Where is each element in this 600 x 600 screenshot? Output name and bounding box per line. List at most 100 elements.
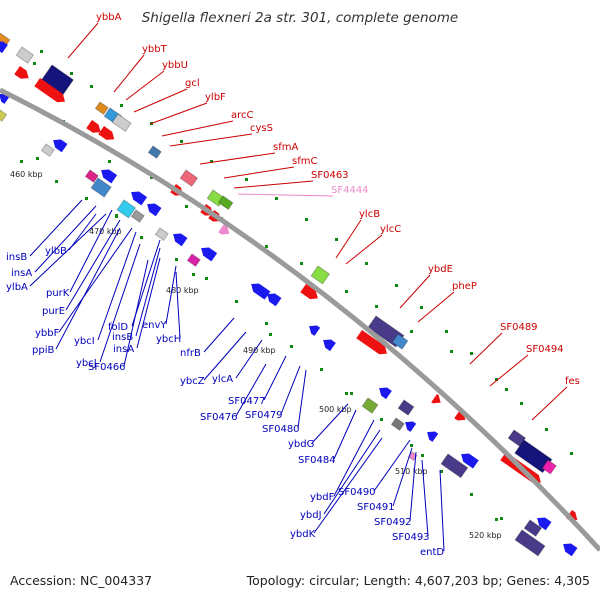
track-dot <box>33 62 36 65</box>
label-leader-line <box>203 317 235 353</box>
track-dot <box>570 452 573 455</box>
reverse-gene-label: entD <box>420 547 444 558</box>
label-leader-line <box>223 166 295 179</box>
label-leader-line <box>235 339 263 379</box>
label-leader-line <box>297 369 307 429</box>
track-dot <box>120 104 123 107</box>
gene-block <box>154 227 169 241</box>
reverse-gene-label: ybdF <box>310 492 335 503</box>
track-dot <box>150 176 153 179</box>
forward-gene-arrow <box>98 126 115 140</box>
track-dot <box>410 444 413 447</box>
reverse-gene-arrow <box>53 139 68 153</box>
track-dot <box>85 197 88 200</box>
kbp-label: 490 kbp <box>243 346 276 355</box>
reverse-gene-label: insB <box>112 332 133 343</box>
track-dot <box>320 368 323 371</box>
label-leader-line <box>417 291 455 323</box>
gene-block <box>440 453 469 479</box>
gene-block <box>116 199 137 219</box>
track-dot <box>470 493 473 496</box>
label-leader-line <box>333 419 375 497</box>
reverse-gene-arrow <box>461 453 479 469</box>
label-leader-line <box>67 22 99 59</box>
reverse-gene-label: ybdJ <box>300 510 322 521</box>
reverse-gene-arrow <box>309 325 321 336</box>
reverse-gene-label: SF0476 <box>200 412 238 423</box>
label-leader-line <box>280 365 301 415</box>
reverse-gene-label: insA <box>113 344 134 355</box>
reverse-gene-label: SF0491 <box>357 502 395 513</box>
reverse-gene-label: purK <box>46 288 70 299</box>
reverse-gene-arrow <box>201 247 218 262</box>
reverse-gene-label: ylbA <box>6 282 28 293</box>
gene-block <box>94 101 109 115</box>
label-leader-line <box>237 193 334 197</box>
gene-block <box>111 113 132 133</box>
track-dot <box>395 284 398 287</box>
reverse-gene-arrow <box>563 543 578 557</box>
label-leader-line <box>373 439 411 492</box>
track-dot <box>445 330 448 333</box>
reverse-gene-label: folD <box>108 322 128 333</box>
track-dot <box>275 197 278 200</box>
forward-gene-label: pheP <box>452 281 477 292</box>
track-dot <box>90 85 93 88</box>
label-leader-line <box>29 199 83 257</box>
label-leader-line <box>97 231 137 341</box>
label-leader-line <box>135 247 161 337</box>
reverse-gene-label: SF0480 <box>262 424 300 435</box>
forward-gene-label: cysS <box>250 123 273 134</box>
reverse-gene-label: ybcI <box>74 336 95 347</box>
reverse-gene-label: nfrB <box>180 348 201 359</box>
track-dot <box>545 428 548 431</box>
kbp-label: 520 kbp <box>469 531 502 540</box>
label-leader-line <box>263 355 287 401</box>
reverse-gene-label: ppiB <box>32 345 54 356</box>
track-dot <box>70 72 73 75</box>
reverse-gene-label: ybcJ <box>76 358 97 369</box>
reverse-gene-arrow <box>405 421 417 432</box>
gene-block <box>217 195 234 211</box>
forward-gene-label: ybbU <box>162 60 188 71</box>
gene-block <box>186 253 201 267</box>
reverse-gene-arrow <box>0 41 8 54</box>
track-dot <box>470 352 473 355</box>
label-leader-line <box>235 363 267 417</box>
label-leader-line <box>169 133 253 147</box>
label-leader-line <box>29 213 107 287</box>
gene-block <box>179 169 199 187</box>
genome-backbone <box>0 87 600 552</box>
label-leader-line <box>489 354 529 387</box>
gene-block <box>0 109 8 122</box>
track-dot <box>55 180 58 183</box>
label-leader-line <box>149 102 208 125</box>
label-leader-line <box>125 70 165 101</box>
reverse-gene-arrow <box>427 431 439 442</box>
gene-block <box>361 397 379 414</box>
reverse-gene-arrow <box>131 191 148 206</box>
reverse-gene-label: SF0479 <box>245 410 283 421</box>
gene-block <box>390 417 405 431</box>
track-dot <box>440 470 443 473</box>
label-leader-line <box>313 437 383 534</box>
label-leader-line <box>333 409 357 460</box>
track-dot <box>265 322 268 325</box>
reverse-gene-label: ylcA <box>212 374 233 385</box>
map-title: Shigella flexneri 2a str. 301, complete … <box>142 10 459 26</box>
track-dot <box>245 178 248 181</box>
track-dot <box>108 160 111 163</box>
kbp-label: 470 kbp <box>89 227 122 236</box>
forward-gene-arrow <box>86 120 101 133</box>
reverse-gene-label: SF0477 <box>228 396 266 407</box>
reverse-gene-label: ybcH <box>156 334 181 345</box>
kbp-label: 510 kbp <box>395 467 428 476</box>
gene-block <box>310 265 331 285</box>
reverse-gene-arrow <box>173 233 188 247</box>
track-dot <box>175 258 178 261</box>
reverse-gene-label: ybcZ <box>180 376 205 387</box>
forward-gene-label: ylcC <box>380 224 401 235</box>
forward-gene-arrow <box>218 224 230 235</box>
